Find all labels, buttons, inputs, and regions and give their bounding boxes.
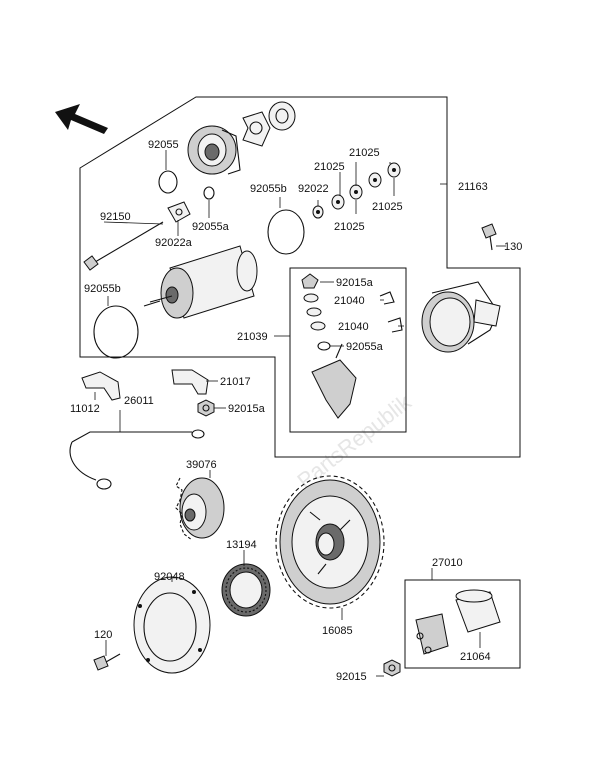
- part-labels: 92055 92055a 92022a 92150 92055b 92055b …: [70, 139, 522, 683]
- label-13194: 13194: [226, 539, 257, 551]
- leader-lines: [94, 150, 506, 677]
- label-21025-b: 21025: [314, 161, 345, 173]
- label-16085: 16085: [322, 625, 353, 637]
- brush-holder-outline: [289, 267, 407, 433]
- label-21163: 21163: [458, 181, 488, 193]
- nut-92015a: [197, 399, 215, 417]
- cover-92048: [133, 576, 211, 674]
- o-ring-92055a: [203, 186, 215, 200]
- label-39076: 39076: [186, 459, 217, 471]
- idle-gear-39076: [175, 477, 225, 541]
- bolt-120: [93, 653, 121, 671]
- washer-stack: [312, 162, 401, 219]
- label-21064: 21064: [460, 651, 491, 663]
- label-92022: 92022: [298, 183, 329, 195]
- one-way-clutch-13194: [221, 563, 271, 617]
- label-92055a-top: 92055a: [192, 221, 230, 233]
- label-92015: 92015: [336, 671, 367, 683]
- starter-motor-yoke: [143, 245, 258, 319]
- starter-cable-26011: [69, 429, 205, 490]
- label-21039: 21039: [237, 331, 268, 343]
- terminal-boot-11012: [81, 371, 121, 401]
- label-26011: 26011: [124, 395, 154, 407]
- label-11012: 11012: [70, 403, 100, 415]
- label-120: 120: [94, 629, 112, 641]
- label-92150: 92150: [100, 211, 131, 223]
- through-bolt-92150: [83, 221, 164, 271]
- terminal-boot-21017: [171, 369, 209, 395]
- label-21025-d: 21025: [334, 221, 365, 233]
- o-ring-92055: [158, 170, 178, 194]
- label-92055b-top: 92055b: [250, 183, 287, 195]
- starter-clutch-outline: [404, 579, 521, 669]
- label-21040-a: 21040: [334, 295, 365, 307]
- label-92055b-left: 92055b: [84, 283, 121, 295]
- starter-relay-27010: [415, 613, 449, 655]
- thrust-washer: [268, 101, 296, 131]
- label-130: 130: [504, 241, 522, 253]
- watermark: PartsRepublik: [292, 389, 416, 494]
- starter-assembly-outline: [79, 96, 521, 458]
- label-21040-b: 21040: [338, 321, 369, 333]
- rear-cover-21163: [421, 281, 501, 353]
- o-ring-92055b-left: [93, 305, 139, 359]
- lock-plate: [242, 111, 271, 147]
- label-92048: 92048: [154, 571, 185, 583]
- screw-130: [481, 223, 497, 251]
- washer-92022a: [167, 201, 191, 223]
- clutch-gear-16085: [275, 475, 385, 609]
- label-21025-c: 21025: [372, 201, 403, 213]
- brush-holder-parts: [301, 273, 403, 419]
- nut-92015: [383, 659, 401, 677]
- label-92015a-mid: 92015a: [228, 403, 266, 415]
- label-21025-a: 21025: [349, 147, 380, 159]
- o-ring-92055b-right: [267, 209, 305, 255]
- label-21017: 21017: [220, 376, 251, 388]
- label-92055a-mid: 92055a: [346, 341, 384, 353]
- label-92022a: 92022a: [155, 237, 193, 249]
- label-92015a-top: 92015a: [336, 277, 374, 289]
- front-arrow-icon: [55, 104, 108, 134]
- starter-end-cover: [187, 125, 241, 175]
- label-92055: 92055: [148, 139, 179, 151]
- label-27010: 27010: [432, 557, 463, 569]
- relay-boot-21064: [455, 589, 501, 633]
